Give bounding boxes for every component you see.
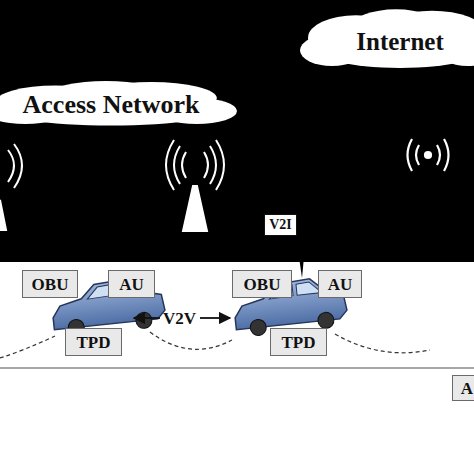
- callout-pointer: [296, 236, 306, 278]
- v2v-arrow: [200, 317, 230, 319]
- antenna-tower: [0, 144, 22, 230]
- unit-label: AU: [119, 276, 144, 293]
- link-label: V2V: [163, 310, 196, 327]
- unit-label: TPD: [77, 334, 111, 351]
- road-line: [0, 367, 474, 369]
- unit-label: OBU: [244, 276, 281, 293]
- cloud-lobe: [300, 34, 364, 66]
- unit-box: V2I: [264, 214, 297, 236]
- unit-box: OBU: [22, 270, 78, 298]
- network-name: Internet: [356, 29, 443, 54]
- network-name: Access Network: [23, 92, 200, 118]
- unit-label: OBU: [32, 276, 69, 293]
- v2v-arrow: [134, 317, 160, 319]
- unit-label: A: [461, 380, 473, 397]
- unit-box: AU: [318, 270, 362, 298]
- wireless-icon: [408, 139, 449, 171]
- network-cloud: Access Network: [0, 80, 237, 130]
- unit-label: AU: [328, 276, 353, 293]
- unit-box: A: [452, 375, 474, 401]
- unit-box: TPD: [65, 328, 122, 356]
- network-cloud: Internet: [300, 8, 474, 74]
- unit-label: V2I: [269, 218, 292, 232]
- sky-band: [0, 0, 474, 262]
- antenna-tower: [166, 140, 224, 231]
- unit-box: TPD: [270, 328, 327, 356]
- unit-box: OBU: [232, 270, 292, 298]
- unit-box: AU: [108, 270, 155, 298]
- unit-label: TPD: [282, 334, 316, 351]
